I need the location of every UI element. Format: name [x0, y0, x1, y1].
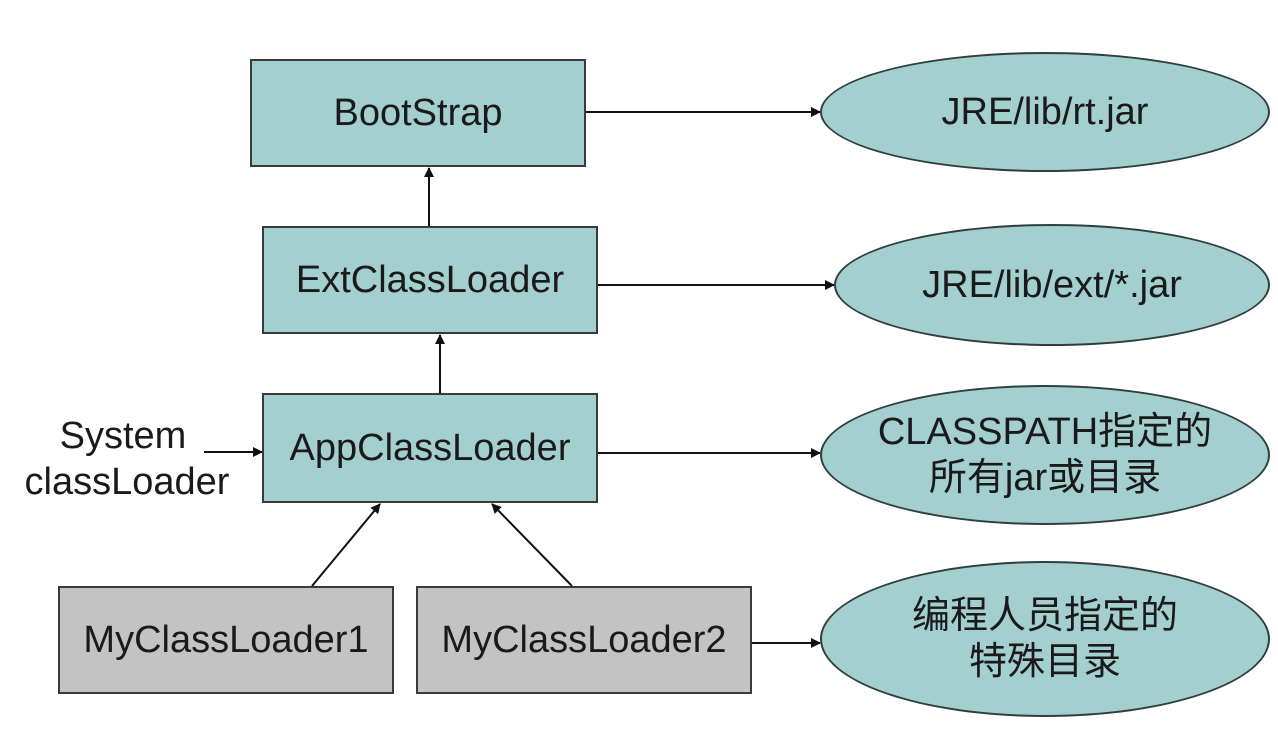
app-loader-box: AppClassLoader [262, 393, 598, 503]
extjar-ellipse: JRE/lib/ext/*.jar [834, 224, 1270, 346]
my-loader1-box: MyClassLoader1 [58, 586, 394, 694]
ext-label: ExtClassLoader [295, 258, 565, 301]
ext-loader-box: ExtClassLoader [262, 226, 598, 334]
my-loader2-box: MyClassLoader2 [416, 586, 752, 694]
arrow-my2-to-app [491, 503, 573, 587]
classpath-line1: CLASSPATH指定的 [877, 411, 1213, 453]
arrow-my1-to-app [311, 503, 381, 587]
system-label-line2: classLoader [24, 461, 230, 503]
special-dir-line2: 特殊目录 [968, 641, 1121, 683]
extjar-label: JRE/lib/ext/*.jar [922, 264, 1182, 306]
system-classloader-label: System classLoader [22, 413, 232, 505]
bootstrap-label: BootStrap [333, 91, 503, 134]
classpath-ellipse: CLASSPATH指定的 所有jar或目录 [820, 385, 1270, 525]
special-dir-ellipse: 编程人员指定的 特殊目录 [820, 561, 1270, 717]
rtjar-label: JRE/lib/rt.jar [941, 91, 1149, 133]
bootstrap-loader-box: BootStrap [250, 59, 586, 167]
my-loader1-label: MyClassLoader1 [83, 618, 369, 661]
classpath-line2: 所有jar或目录 [928, 457, 1162, 499]
rtjar-ellipse: JRE/lib/rt.jar [820, 52, 1270, 172]
system-label-line1: System [59, 415, 187, 457]
special-dir-line1: 编程人员指定的 [911, 595, 1178, 637]
app-label: AppClassLoader [289, 426, 571, 469]
my-loader2-label: MyClassLoader2 [441, 618, 727, 661]
